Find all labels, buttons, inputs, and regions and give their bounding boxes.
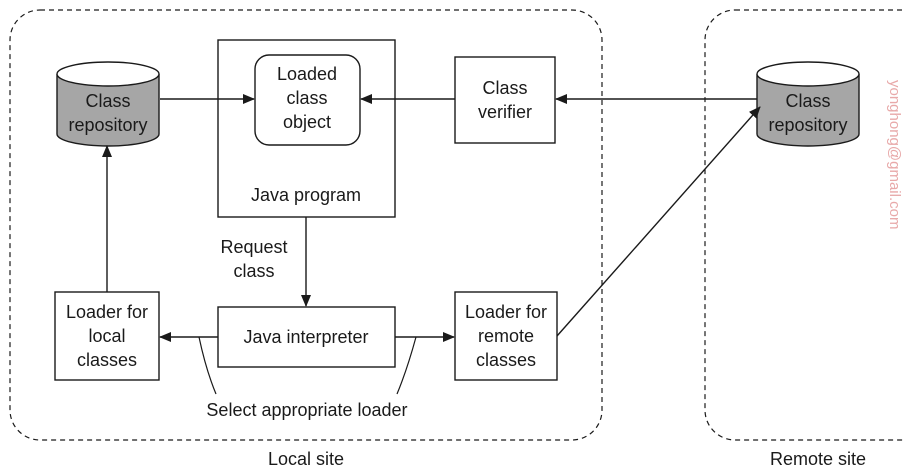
select-loader-pointer-right: [396, 336, 417, 395]
svg-text:Class: Class: [482, 78, 527, 98]
svg-text:Select appropriate loader: Select appropriate loader: [206, 400, 407, 420]
svg-text:object: object: [283, 112, 331, 132]
local-site-region: [9, 9, 603, 441]
svg-text:repository: repository: [68, 115, 147, 135]
class-verifier-box: Class verifier: [454, 56, 556, 144]
svg-text:remote: remote: [478, 326, 534, 346]
svg-text:Class: Class: [785, 91, 830, 111]
request-class-annotation: Request class: [220, 237, 287, 281]
select-loader-annotation: Select appropriate loader: [198, 336, 417, 420]
loaded-class-object: Loaded class object: [254, 54, 361, 146]
svg-text:class: class: [286, 88, 327, 108]
svg-text:classes: classes: [77, 350, 137, 370]
svg-text:class: class: [233, 261, 274, 281]
local-loader-box: Loader for local classes: [54, 291, 160, 381]
svg-text:verifier: verifier: [478, 102, 532, 122]
svg-text:Java interpreter: Java interpreter: [243, 327, 368, 347]
remote-class-repository: Class repository: [756, 61, 860, 147]
arrow-remote-loader-to-remote-repo: [556, 106, 761, 337]
remote-loader-box: Loader for remote classes: [454, 291, 558, 381]
svg-text:Loaded: Loaded: [277, 64, 337, 84]
svg-text:Class: Class: [85, 91, 130, 111]
svg-text:classes: classes: [476, 350, 536, 370]
local-class-repository: Class repository: [56, 61, 160, 147]
remote-site-region: [704, 9, 903, 441]
remote-site-label: Remote site: [770, 449, 866, 468]
svg-text:Loader for: Loader for: [66, 302, 148, 322]
watermark: yonghong@gmail.com: [886, 80, 903, 229]
svg-text:repository: repository: [768, 115, 847, 135]
svg-text:Java program: Java program: [251, 185, 361, 205]
select-loader-pointer-left: [198, 336, 217, 395]
svg-text:Loader for: Loader for: [465, 302, 547, 322]
svg-text:local: local: [88, 326, 125, 346]
svg-text:Request: Request: [220, 237, 287, 257]
local-site-label: Local site: [268, 449, 344, 468]
java-interpreter-box: Java interpreter: [217, 306, 396, 368]
